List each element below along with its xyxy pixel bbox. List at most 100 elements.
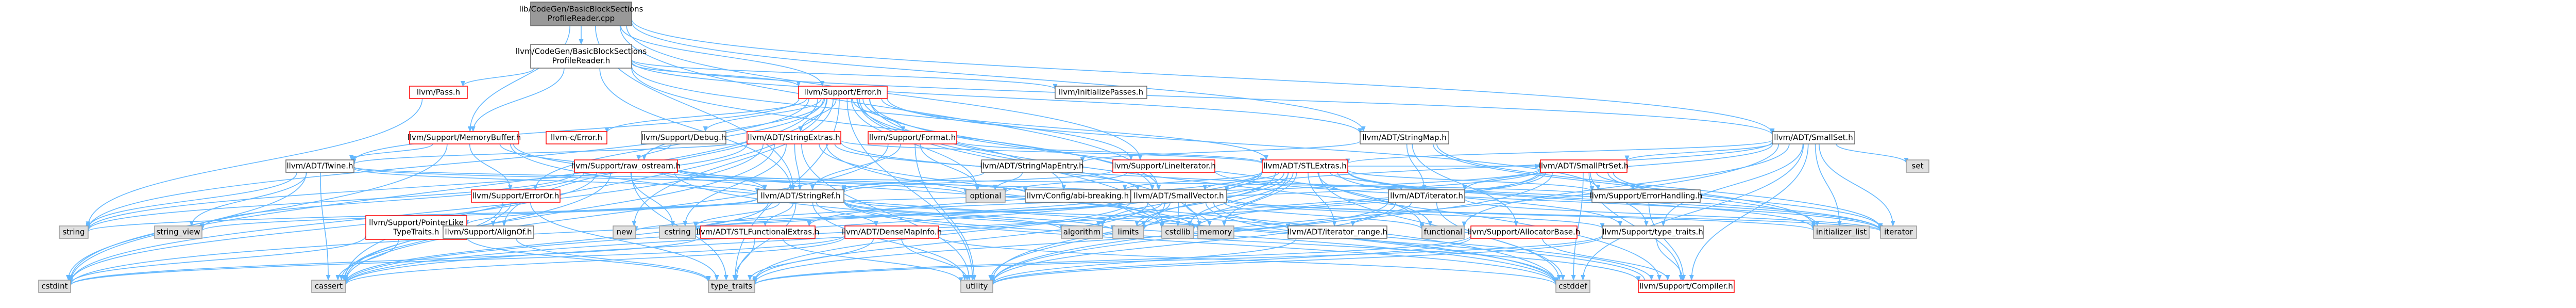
edge-stringextras_h-to-twine_h bbox=[351, 140, 748, 165]
node-label: llvm/ADT/SmallSet.h bbox=[1774, 133, 1853, 142]
node-stringmapentry-h[interactable]: llvm/ADT/StringMapEntry.h bbox=[980, 159, 1084, 173]
node-iterator-h[interactable]: llvm/ADT/iterator.h bbox=[1388, 189, 1465, 203]
edge-root-to-smallset_h bbox=[631, 19, 1775, 135]
node-type-traits-h[interactable]: llvm/Support/type_traits.h bbox=[1602, 225, 1704, 239]
edge-stringextras_h-to-stringref_h bbox=[794, 143, 803, 191]
node-box bbox=[1470, 225, 1578, 239]
edge-stlextras_h-to-cstdlib bbox=[1187, 172, 1294, 227]
node-label: llvm/InitializePasses.h bbox=[1059, 88, 1143, 97]
node-box bbox=[1540, 159, 1628, 173]
node-label: llvm/ADT/SmallVector.h bbox=[1133, 191, 1224, 201]
node-lineiterator-h[interactable]: llvm/Support/LineIterator.h bbox=[1112, 159, 1216, 173]
edge-smallvector_h-to-cstddef bbox=[1205, 202, 1558, 283]
edge-stlfunctional_h-to-utility bbox=[782, 238, 963, 283]
node-support-format-h[interactable]: llvm/Support/Format.h bbox=[868, 131, 957, 144]
edge-smallset_h-to-cstddef bbox=[1581, 143, 1804, 281]
edge-lineiterator_h-to-optional bbox=[1003, 172, 1128, 193]
node-label: llvm/ADT/StringExtras.h bbox=[748, 133, 840, 142]
node-twine-h[interactable]: llvm/ADT/Twine.h bbox=[285, 159, 354, 173]
node-erroror-h[interactable]: llvm/Support/ErrorOr.h bbox=[471, 189, 561, 203]
node-label: llvm-c/Error.h bbox=[551, 133, 602, 142]
edge-stlextras_h-to-iterator_range_h bbox=[1308, 172, 1337, 227]
node-label: llvm/ADT/iterator_range.h bbox=[1287, 228, 1387, 237]
node-label: llvm/Support/ErrorHandling.h bbox=[1590, 191, 1703, 201]
edge-smallptrset_h-to-cstddef bbox=[1571, 172, 1584, 281]
edge-smallset_h-to-set bbox=[1836, 143, 1909, 164]
node-box bbox=[1287, 225, 1387, 239]
edge-allocatorbase_h-to-compiler_h bbox=[1542, 238, 1670, 281]
node-densemapinfo-h[interactable]: llvm/ADT/DenseMapInfo.h bbox=[842, 225, 942, 239]
node-box bbox=[1161, 225, 1194, 239]
node-stringextras-h[interactable]: llvm/ADT/StringExtras.h bbox=[747, 131, 841, 144]
node-root[interactable]: lib/CodeGen/BasicBlockSectionsProfileRea… bbox=[519, 2, 643, 26]
node-stlfunctional-h[interactable]: llvm/ADT/STLFunctionalExtras.h bbox=[697, 225, 820, 239]
node-allocatorbase-h[interactable]: llvm/Support/AllocatorBase.h bbox=[1468, 225, 1580, 239]
edge-twine_h-to-string bbox=[86, 172, 297, 229]
node-smallvector-h[interactable]: llvm/ADT/SmallVector.h bbox=[1130, 189, 1227, 203]
node-box bbox=[981, 159, 1083, 173]
edge-raw_ostream_h-to-optional bbox=[677, 170, 969, 195]
node-config-abi-h[interactable]: llvm/Config/abi-breaking.h bbox=[1025, 189, 1131, 203]
edge-pointerlike_h-to-cassert bbox=[335, 239, 399, 281]
node-box bbox=[965, 189, 1006, 203]
node-support-debug-h[interactable]: llvm/Support/Debug.h bbox=[641, 131, 726, 144]
edge-stlextras_h-to-smallvector_h bbox=[1202, 172, 1280, 191]
edge-allocatorbase_h-to-type_traits bbox=[752, 235, 1471, 286]
node-c-error-h[interactable]: llvm-c/Error.h bbox=[546, 131, 607, 144]
edge-smallset_h-to-stlextras_h bbox=[1345, 139, 1773, 165]
edge-stringmap_h-to-allocatorbase_h bbox=[1412, 143, 1519, 227]
node-label: cstdlib bbox=[1165, 228, 1190, 237]
edge-smallptrset_h-to-limits bbox=[1141, 172, 1541, 231]
edge-lineiterator_h-to-stringref_h bbox=[841, 170, 1113, 193]
node-bbs-reader-h[interactable]: llvm/CodeGen/BasicBlockSectionsProfileRe… bbox=[516, 44, 647, 69]
node-stlextras-h[interactable]: llvm/ADT/STLExtras.h bbox=[1262, 159, 1348, 173]
node-memorybuffer-h[interactable]: llvm/Support/MemoryBuffer.h bbox=[408, 131, 521, 144]
node-alignof-h[interactable]: llvm/Support/AlignOf.h bbox=[443, 225, 534, 239]
edge-smallvector_h-to-cstring bbox=[693, 199, 1131, 232]
node-box bbox=[154, 225, 202, 239]
node-stringmap-h[interactable]: llvm/ADT/StringMap.h bbox=[1360, 131, 1449, 144]
node-box bbox=[1055, 86, 1147, 99]
node-string-view: string_view bbox=[154, 225, 202, 239]
edge-memorybuffer_h-to-erroror_h bbox=[469, 143, 513, 191]
node-label: llvm/Support/Compiler.h bbox=[1639, 282, 1733, 291]
edge-stringref_h-to-algorithm bbox=[843, 201, 1064, 230]
node-box bbox=[700, 225, 816, 239]
node-cstdlib: cstdlib bbox=[1161, 225, 1194, 239]
node-initialize-passes-h[interactable]: llvm/InitializePasses.h bbox=[1055, 86, 1147, 99]
node-label: utility bbox=[966, 282, 988, 291]
node-box bbox=[1880, 225, 1917, 239]
edge-bbs_reader_h-to-lineiterator_h bbox=[631, 66, 1133, 161]
edge-support_error_h-to-c_error_h bbox=[604, 98, 807, 134]
node-compiler-h[interactable]: llvm/Support/Compiler.h bbox=[1638, 280, 1735, 293]
node-label: ProfileReader.cpp bbox=[548, 14, 615, 23]
node-box bbox=[1421, 225, 1465, 239]
node-raw-ostream-h[interactable]: llvm/Support/raw_ostream.h bbox=[571, 159, 681, 173]
edge-bbs_reader_h-to-memorybuffer_h bbox=[470, 68, 565, 133]
node-label: functional bbox=[1424, 228, 1463, 237]
node-iterator-range-h[interactable]: llvm/ADT/iterator_range.h bbox=[1287, 225, 1387, 239]
node-smallset-h[interactable]: llvm/ADT/SmallSet.h bbox=[1772, 131, 1855, 144]
node-cassert: cassert bbox=[311, 280, 346, 293]
edge-root-to-smallvector_h bbox=[619, 25, 1161, 191]
edge-densemapinfo_h-to-type_traits bbox=[748, 238, 874, 281]
edge-erroror_h-to-type_traits bbox=[530, 202, 719, 281]
node-support-error-h[interactable]: llvm/Support/Error.h bbox=[798, 86, 888, 99]
node-set: set bbox=[1906, 159, 1929, 173]
node-box bbox=[757, 189, 844, 203]
node-pass-h[interactable]: llvm/Pass.h bbox=[409, 86, 468, 99]
edge-pointerlike_h-to-type_traits bbox=[466, 237, 711, 283]
node-box bbox=[798, 86, 888, 99]
node-errorhandling-h[interactable]: llvm/Support/ErrorHandling.h bbox=[1590, 189, 1703, 203]
node-box bbox=[311, 280, 346, 293]
node-box bbox=[641, 131, 726, 144]
edge-stringmapentry_h-to-stringref_h bbox=[841, 172, 985, 191]
node-cstddef: cstddef bbox=[1555, 280, 1590, 293]
node-box bbox=[1360, 131, 1449, 144]
node-stringref-h[interactable]: llvm/ADT/StringRef.h bbox=[757, 189, 844, 203]
node-label: set bbox=[1912, 161, 1924, 171]
node-type-traits: type_traits bbox=[708, 280, 755, 293]
edge-twine_h-to-string_view bbox=[189, 172, 308, 227]
node-smallptrset-h[interactable]: llvm/ADT/SmallPtrSet.h bbox=[1539, 159, 1629, 173]
edge-twine_h-to-errorhandling_h bbox=[353, 166, 1594, 196]
